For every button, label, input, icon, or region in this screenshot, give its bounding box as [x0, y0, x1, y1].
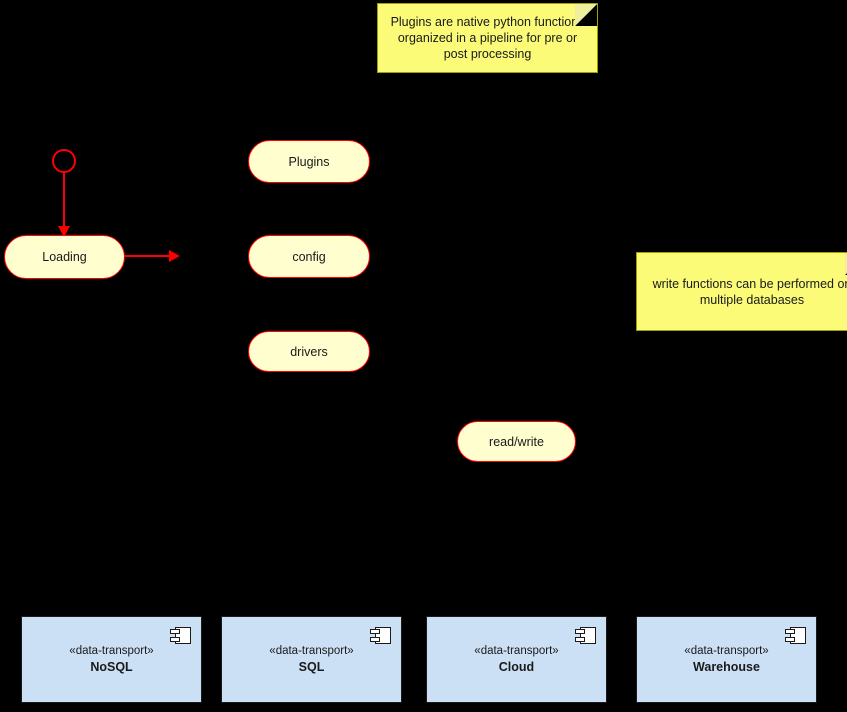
component-name: Cloud — [498, 660, 535, 674]
activity-label: Loading — [42, 250, 87, 264]
component-icon — [170, 627, 191, 644]
component-icon — [785, 627, 806, 644]
component-stereotype: «data-transport» — [69, 645, 154, 657]
component-icon — [370, 627, 391, 644]
activity-node-config[interactable]: config — [248, 235, 370, 278]
note-fold-highlight-icon — [845, 253, 847, 275]
start-node-circle-icon — [52, 149, 76, 173]
component-icon-tab-bottom — [785, 637, 795, 642]
activity-node-loading[interactable]: Loading — [4, 235, 125, 279]
activity-label: read/write — [489, 434, 544, 449]
component-sql[interactable]: «data-transport» SQL — [221, 616, 402, 703]
note-fold-highlight-icon — [575, 4, 597, 26]
component-warehouse[interactable]: «data-transport» Warehouse — [636, 616, 817, 703]
connector-start-to-loading — [63, 173, 65, 229]
activity-label: Plugins — [288, 154, 330, 169]
activity-node-drivers[interactable]: drivers — [248, 331, 370, 372]
component-name: SQL — [298, 660, 325, 674]
component-cloud[interactable]: «data-transport» Cloud — [426, 616, 607, 703]
activity-label: drivers — [290, 344, 328, 359]
component-icon-tab-bottom — [170, 637, 180, 642]
note-write-functions-text: write functions can be performed on mult… — [652, 276, 847, 307]
component-icon-tab-top — [170, 629, 180, 634]
component-icon-tab-top — [370, 629, 380, 634]
component-stereotype: «data-transport» — [684, 645, 769, 657]
note-plugins-text: Plugins are native python functions orga… — [390, 15, 585, 61]
component-icon-tab-top — [575, 629, 585, 634]
note-write-functions-description: write functions can be performed on mult… — [636, 252, 847, 331]
component-name: NoSQL — [90, 660, 133, 674]
component-stereotype: «data-transport» — [269, 645, 354, 657]
arrowhead-right-icon — [169, 250, 180, 262]
arrowhead-down-icon — [58, 226, 70, 237]
component-icon-tab-bottom — [575, 637, 585, 642]
component-nosql[interactable]: «data-transport» NoSQL — [21, 616, 202, 703]
activity-node-plugins[interactable]: Plugins — [248, 140, 370, 183]
component-icon-tab-bottom — [370, 637, 380, 642]
activity-node-read-write[interactable]: read/write — [457, 421, 576, 462]
connector-loading-outgoing — [125, 255, 175, 257]
note-plugins-description: Plugins are native python functions orga… — [377, 3, 598, 73]
component-icon — [575, 627, 596, 644]
activity-label: config — [292, 249, 326, 264]
component-name: Warehouse — [693, 660, 760, 674]
component-icon-tab-top — [785, 629, 795, 634]
component-stereotype: «data-transport» — [474, 645, 559, 657]
